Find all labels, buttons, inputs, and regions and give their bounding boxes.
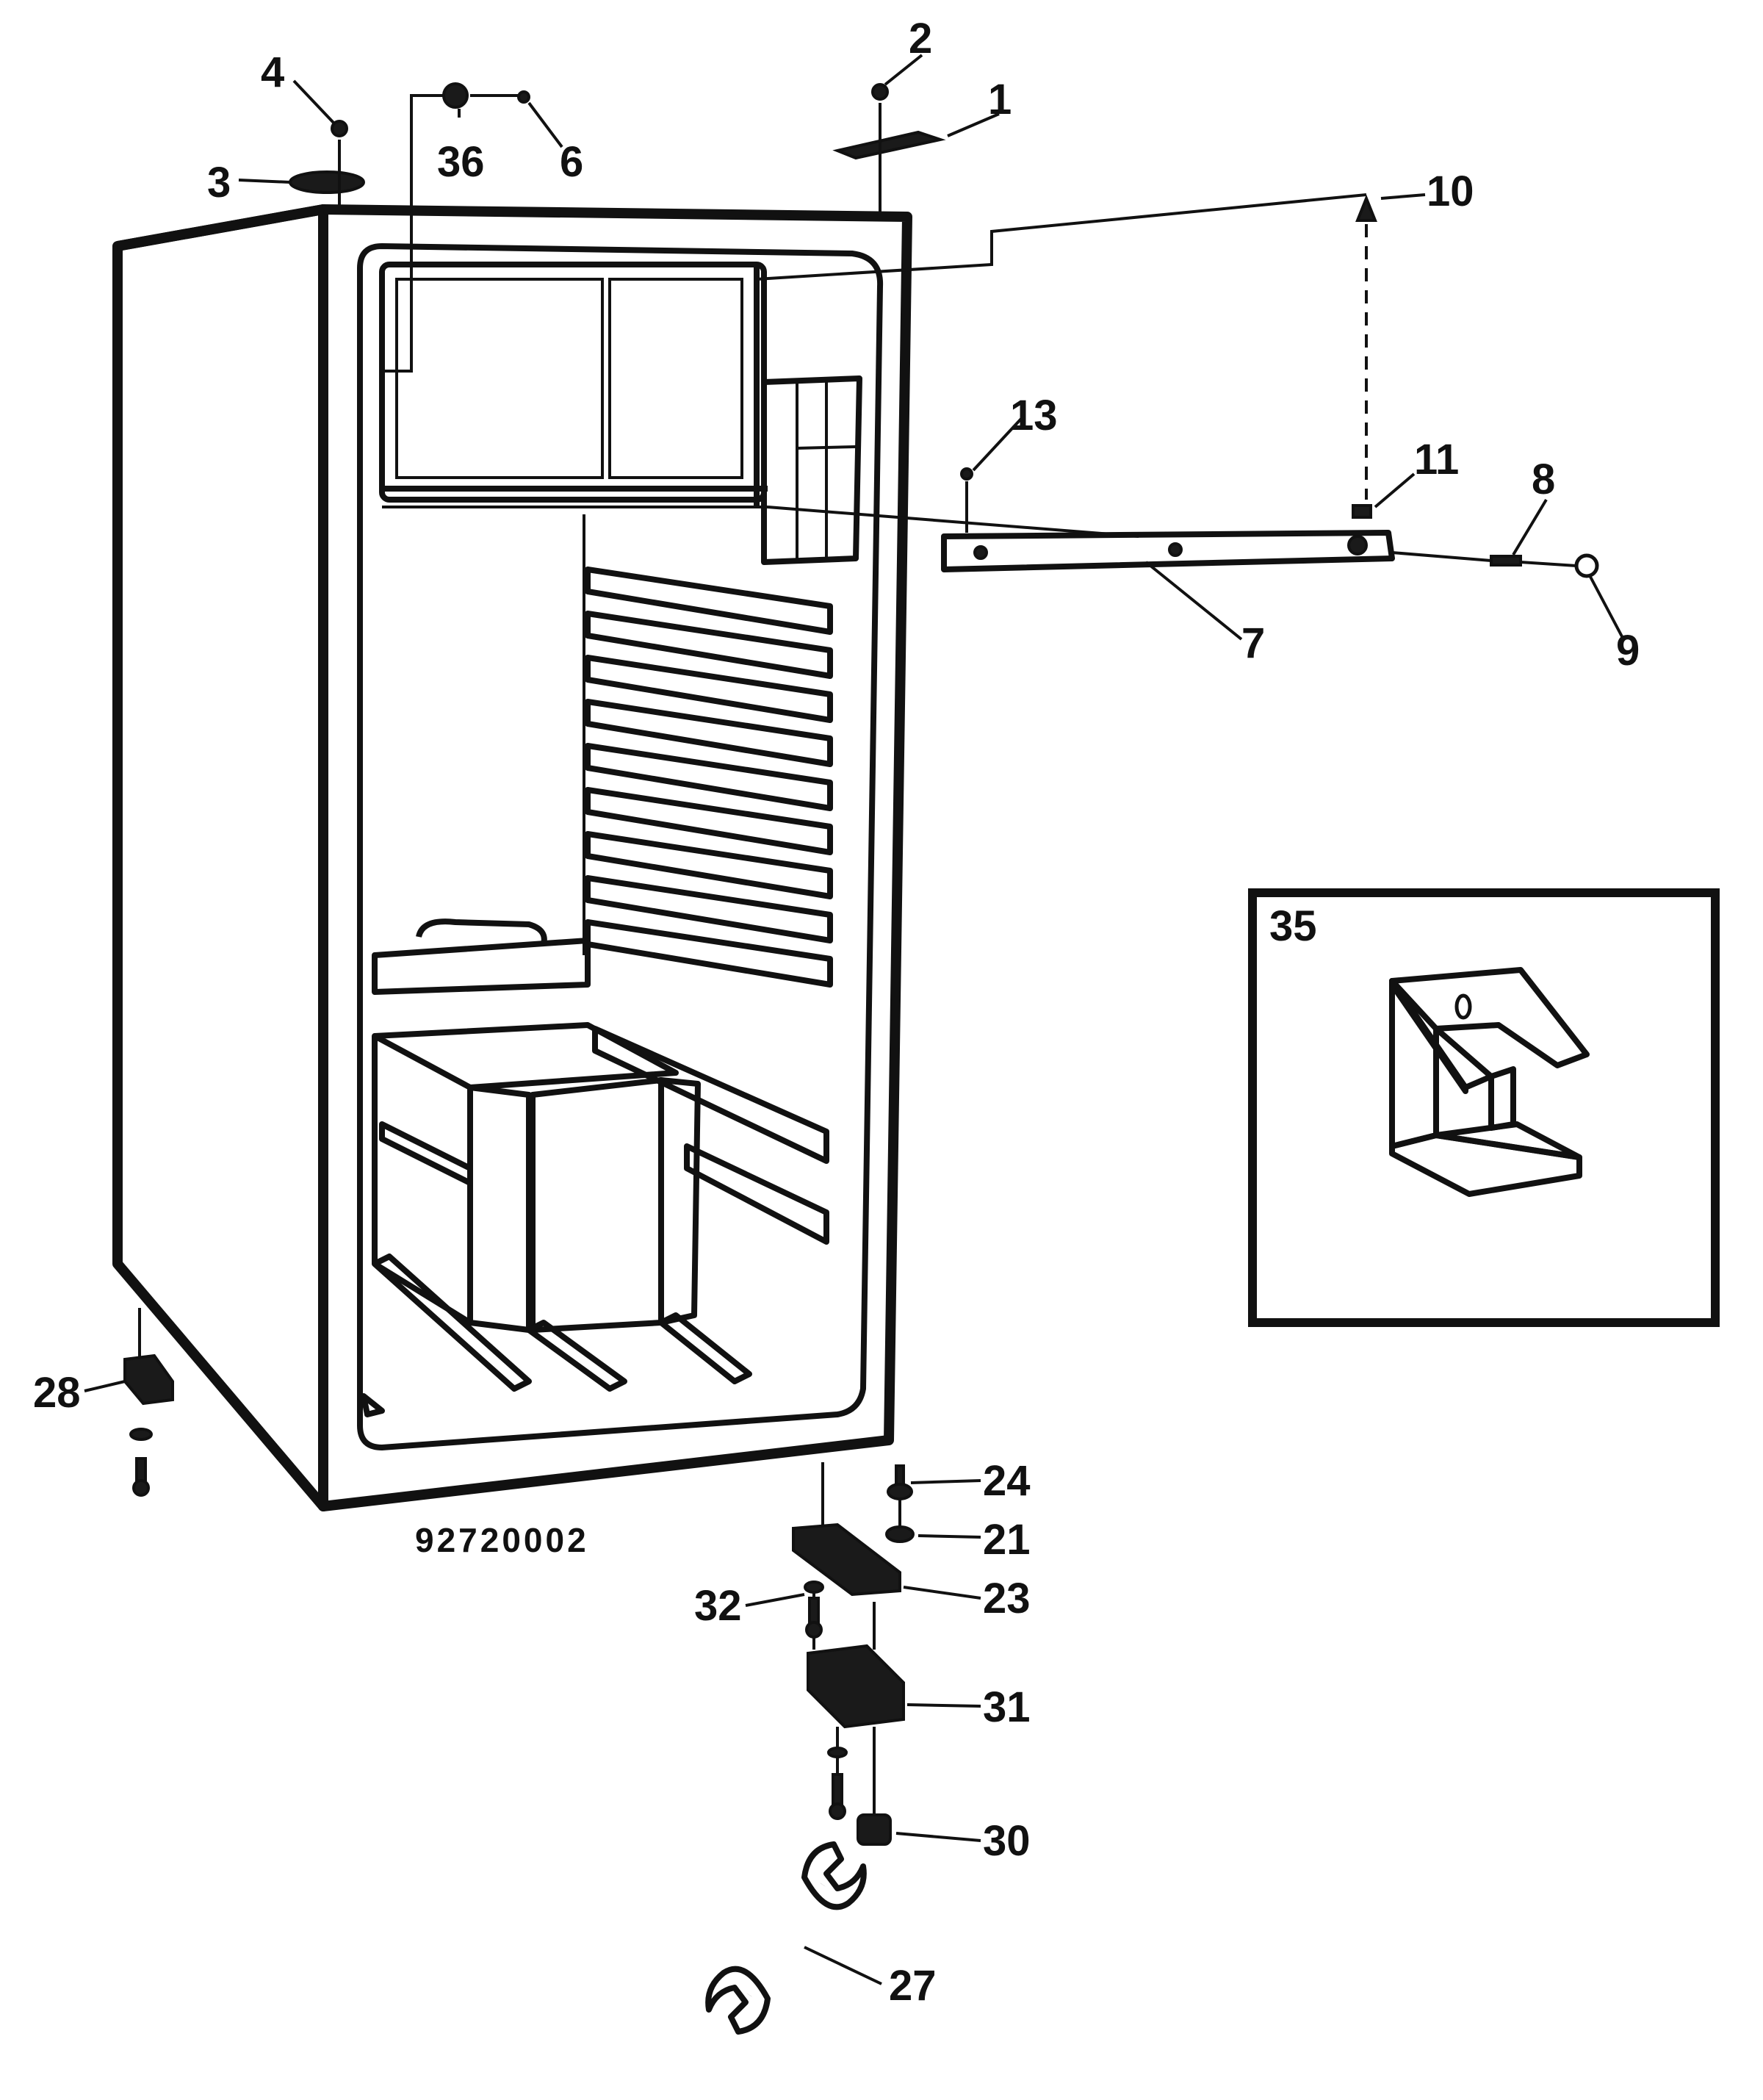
bracket-part	[807, 1644, 905, 1729]
leveling-foot-part	[123, 1353, 174, 1406]
label-28: 28	[33, 1369, 81, 1417]
label-10: 10	[1427, 168, 1474, 215]
label-23: 23	[983, 1575, 1031, 1622]
adjustable-foot-part	[857, 1813, 892, 1846]
label-9: 9	[1616, 627, 1640, 675]
hinge-bar	[941, 530, 1395, 572]
drip-tray	[372, 918, 591, 995]
label-30: 30	[983, 1817, 1031, 1865]
label-8: 8	[1532, 456, 1555, 503]
label-36: 36	[437, 138, 485, 186]
bracket-detail	[1389, 967, 1590, 1197]
cabinet-front-frame	[318, 204, 912, 1511]
label-4: 4	[261, 48, 284, 96]
bottom-parts	[123, 1353, 915, 2035]
inset-label: 35	[1269, 902, 1317, 950]
bushing-part	[1352, 504, 1372, 519]
floor-strips	[361, 1254, 752, 1417]
bottom-hinge-part	[792, 1522, 901, 1597]
washer-part	[1574, 553, 1599, 578]
inset-detail: 35	[1248, 888, 1720, 1327]
wrench-part	[705, 1841, 867, 2035]
cabinet-side-panel	[112, 204, 328, 1511]
label-24: 24	[983, 1457, 1031, 1505]
pin-part	[1355, 194, 1377, 222]
refrigerator-cabinet	[112, 204, 912, 1511]
label-2: 2	[909, 15, 932, 62]
label-21: 21	[983, 1516, 1031, 1564]
washer-part	[129, 1428, 153, 1441]
label-27: 27	[889, 1962, 937, 2010]
leader-lines	[84, 54, 1625, 1985]
assembly-lines	[138, 94, 1577, 1822]
cap-part	[442, 82, 469, 109]
label-3: 3	[207, 159, 231, 206]
label-13: 13	[1010, 392, 1058, 439]
screw-part	[960, 467, 973, 481]
screw-part	[331, 120, 348, 137]
washer-part	[804, 1581, 824, 1594]
label-31: 31	[983, 1683, 1031, 1731]
washer-part	[885, 1525, 915, 1543]
label-1: 1	[988, 76, 1012, 123]
callout-labels: 1 2 3 4 6 7 8 9 10 11 13 21 23 24 27 28 …	[33, 15, 1640, 2010]
screw-part	[871, 83, 889, 101]
plug-part	[289, 170, 365, 194]
inset-frame	[1248, 888, 1720, 1327]
label-32: 32	[694, 1582, 742, 1630]
hinge-pin-part	[1490, 555, 1522, 567]
top-hinge-part	[832, 130, 946, 160]
label-7: 7	[1241, 619, 1265, 667]
label-11: 11	[1414, 436, 1459, 483]
cabinet-inner-liner	[357, 243, 884, 1450]
freezer-compartment	[379, 262, 768, 508]
lower-rails	[592, 1026, 829, 1245]
pin-part	[517, 90, 530, 104]
control-box	[761, 375, 862, 565]
label-6: 6	[560, 138, 583, 186]
drawing-number: 92720002	[415, 1521, 589, 1559]
shelf-rails	[583, 514, 833, 988]
